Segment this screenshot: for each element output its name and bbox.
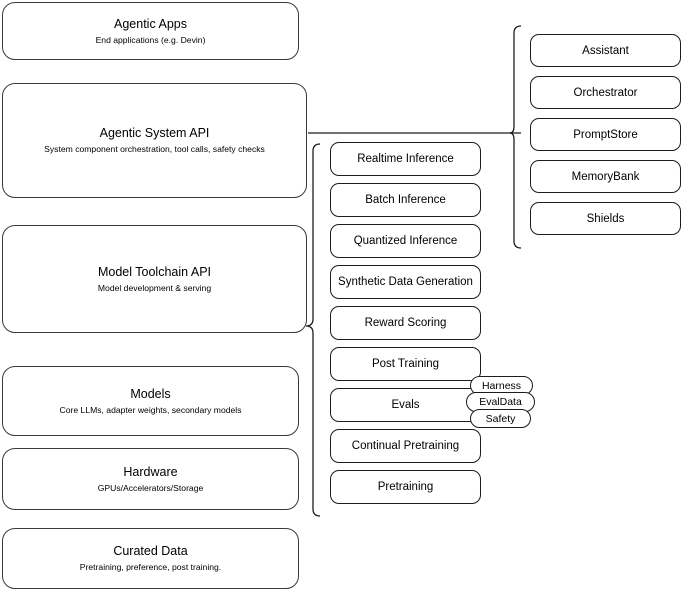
layer-title: Hardware <box>123 464 178 479</box>
system-api-connector-line <box>308 129 525 137</box>
capability-pill-pretraining[interactable]: Pretraining <box>330 470 481 504</box>
evals-subcomponent-safety[interactable]: Safety <box>470 409 531 428</box>
capability-pill-batch-inference[interactable]: Batch Inference <box>330 183 481 217</box>
capability-pill-evals[interactable]: Evals <box>330 388 481 422</box>
capability-pill-realtime-inference[interactable]: Realtime Inference <box>330 142 481 176</box>
layer-title: Curated Data <box>113 544 188 558</box>
capability-pill-reward-scoring[interactable]: Reward Scoring <box>330 306 481 340</box>
capability-pill-quantized-inference[interactable]: Quantized Inference <box>330 224 481 258</box>
system-components-bracket <box>508 22 525 252</box>
layer-subtitle: End applications (e.g. Devin) <box>95 34 206 45</box>
layer-box-agentic-system-api[interactable]: Agentic System API System component orche… <box>2 83 307 198</box>
system-component-pill-promptstore[interactable]: PromptStore <box>530 118 681 151</box>
layer-title: Models <box>130 386 171 401</box>
capability-pill-synthetic-data-generation[interactable]: Synthetic Data Generation <box>330 265 481 299</box>
capability-pill-post-training[interactable]: Post Training <box>330 347 481 381</box>
system-component-pill-orchestrator[interactable]: Orchestrator <box>530 76 681 109</box>
layer-subtitle: Pretraining, preference, post training. <box>79 562 222 572</box>
layer-title: Agentic Apps <box>114 16 187 31</box>
system-component-pill-shields[interactable]: Shields <box>530 202 681 235</box>
layer-box-model-toolchain-api[interactable]: Model Toolchain API Model development & s… <box>2 225 307 333</box>
layer-subtitle: GPUs/Accelerators/Storage <box>97 482 204 493</box>
layer-subtitle: Core LLMs, adapter weights, secondary mo… <box>59 404 242 415</box>
system-component-pill-memorybank[interactable]: MemoryBank <box>530 160 681 193</box>
layer-title: Agentic System API <box>99 126 210 140</box>
capability-pill-continual-pretraining[interactable]: Continual Pretraining <box>330 429 481 463</box>
layer-subtitle: System component orchestration, tool cal… <box>44 144 265 154</box>
layer-title: Model Toolchain API <box>97 264 212 279</box>
toolchain-bracket <box>304 140 324 520</box>
system-component-pill-assistant[interactable]: Assistant <box>530 34 681 67</box>
layer-subtitle: Model development & serving <box>97 282 212 293</box>
